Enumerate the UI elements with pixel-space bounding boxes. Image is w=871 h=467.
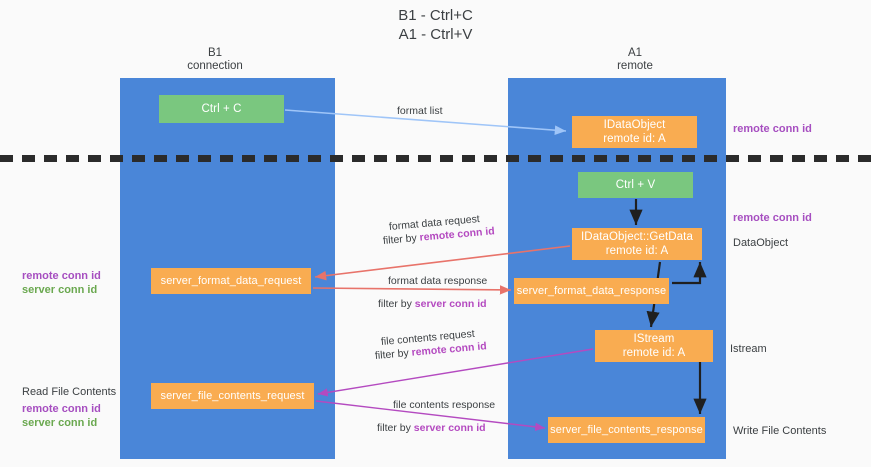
arrow-format-data-response	[312, 285, 512, 295]
label-write-file-contents: Write File Contents	[733, 425, 827, 437]
filter-key-server-conn-id: server conn id	[414, 298, 487, 310]
label-remote-conn-id: remote conn id	[22, 403, 101, 415]
node-server-format-data-response[interactable]: server_format_data_response	[514, 278, 669, 304]
label-left-conn-ids-bottom: remote conn id server conn id	[22, 402, 101, 430]
label-remote-conn-id-mid: remote conn id	[733, 212, 812, 224]
label-left-conn-ids-top: remote conn id server conn id	[22, 269, 101, 297]
node-server-file-contents-request[interactable]: server_file_contents_request	[151, 383, 314, 409]
filter-key-server-conn-id: server conn id	[413, 422, 486, 434]
edge-label-file-contents-response: file contents response	[393, 399, 496, 411]
node-idataobject[interactable]: IDataObject remote id: A	[572, 116, 697, 148]
node-idataobject-getdata[interactable]: IDataObject::GetData remote id: A	[572, 228, 702, 260]
filter-prefix: filter by	[377, 422, 414, 434]
label-server-conn-id: server conn id	[22, 417, 98, 429]
node-ctrl-v[interactable]: Ctrl + V	[578, 172, 693, 198]
label-read-file-contents: Read File Contents	[22, 386, 117, 398]
column-header-a1: A1 remote	[617, 47, 653, 72]
phase-divider	[0, 155, 871, 162]
filter-prefix: filter by	[382, 231, 421, 247]
node-istream[interactable]: IStream remote id: A	[595, 330, 713, 362]
label-server-conn-id: server conn id	[22, 284, 98, 296]
edge-label-format-data-response: format data response	[388, 275, 488, 287]
label-dataobject: DataObject	[733, 237, 789, 249]
label-remote-conn-id: remote conn id	[22, 270, 101, 282]
label-istream: Istream	[730, 343, 767, 355]
edge-label-file-contents-response-filter: filter by server conn id	[377, 421, 486, 435]
node-server-file-contents-response[interactable]: server_file_contents_response	[548, 417, 705, 443]
label-remote-conn-id-top: remote conn id	[733, 123, 812, 135]
column-header-b1: B1 connection	[187, 47, 243, 72]
filter-prefix: filter by	[378, 298, 415, 310]
edge-label-format-data-response-filter: filter by server conn id	[378, 297, 487, 311]
edge-label-format-list: format list	[397, 105, 443, 117]
filter-prefix: filter by	[374, 346, 413, 362]
node-ctrl-c[interactable]: Ctrl + C	[159, 95, 284, 123]
page-title: B1 - Ctrl+C A1 - Ctrl+V	[398, 7, 473, 43]
node-server-format-data-request[interactable]: server_format_data_request	[151, 268, 311, 294]
